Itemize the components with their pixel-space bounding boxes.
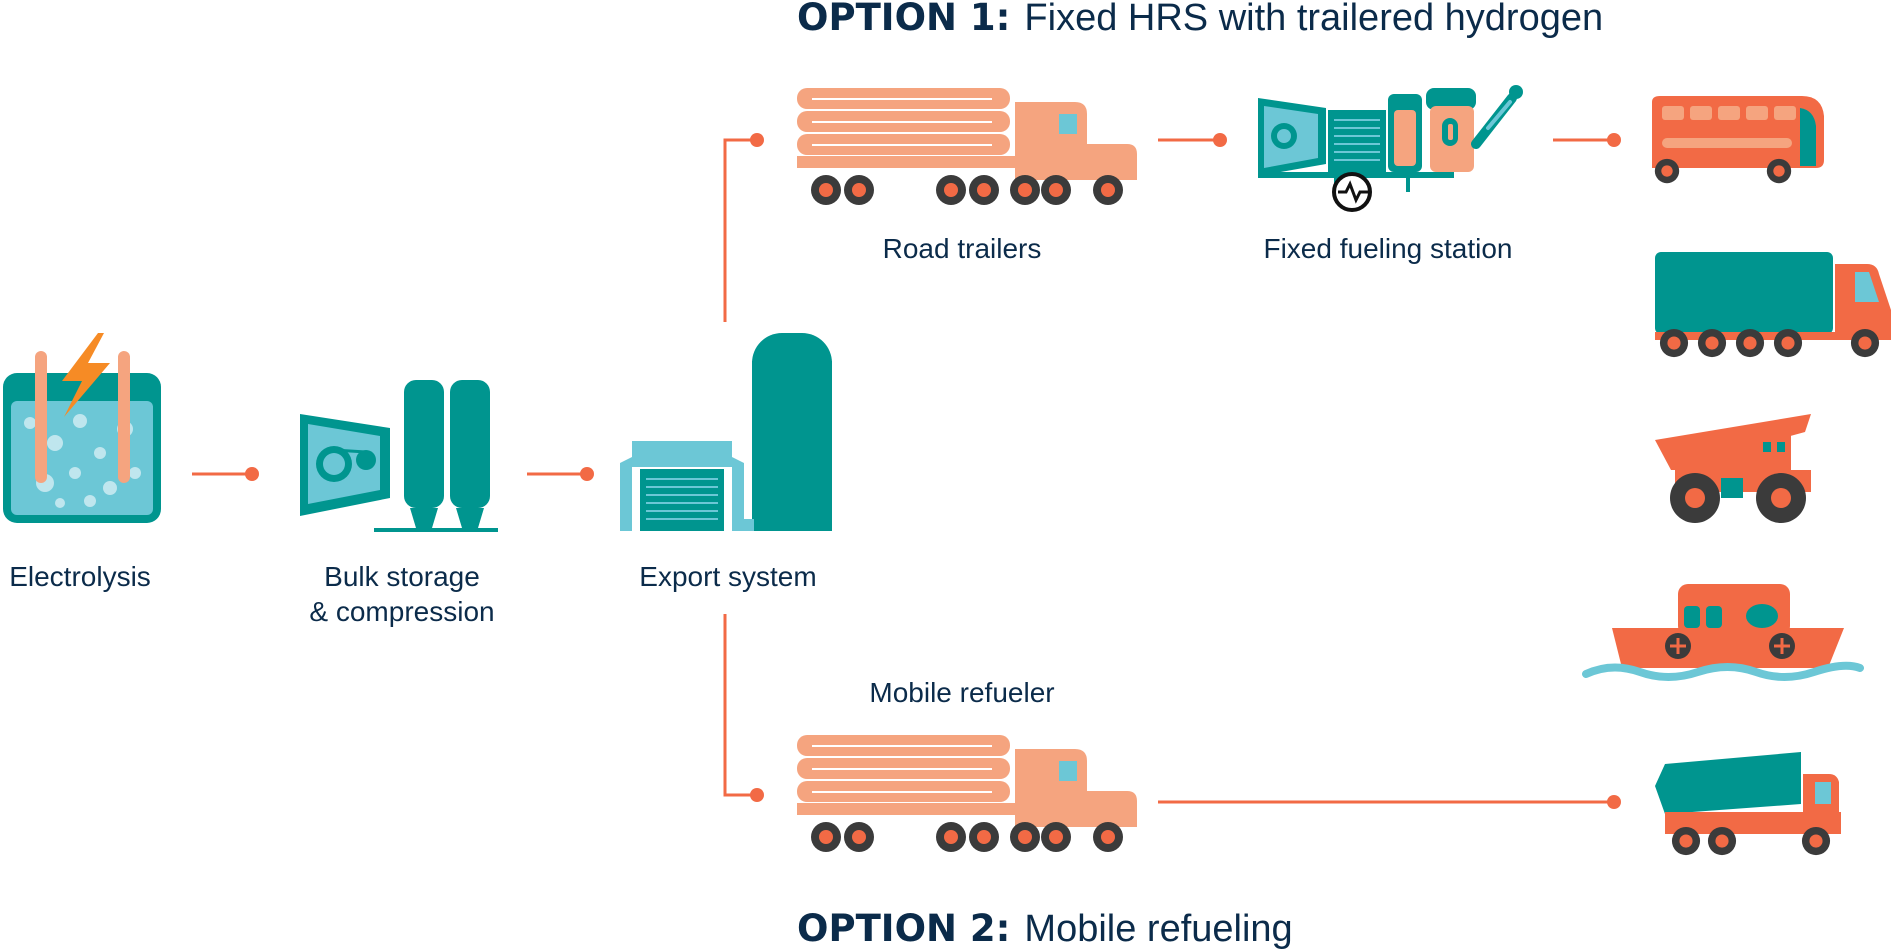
haul-truck-icon [1655,414,1811,523]
bus-icon [1652,96,1824,184]
road-trailers-label: Road trailers [883,233,1042,264]
electrolysis-label: Electrolysis [9,561,151,592]
electrolysis-icon [3,333,161,523]
road-trailer-truck-icon [797,88,1137,205]
connectors [192,138,1612,804]
boat-icon [1582,584,1864,681]
bulk-storage-compression-icon [300,380,498,532]
option2-text: Mobile refueling [1024,908,1292,950]
fixed-fueling-station-label: Fixed fueling station [1263,233,1512,264]
export-system-label: Export system [639,561,816,592]
box-truck-icon [1655,252,1891,358]
fixed-fueling-station-icon [1258,85,1523,212]
export-system-icon [620,333,832,531]
dump-truck-icon [1655,752,1841,856]
mobile-refueler-label: Mobile refueler [869,677,1054,708]
option1-text: Fixed HRS with trailered hydrogen [1024,0,1603,39]
option1-prefix: OPTION 1: [797,0,1010,39]
bulk-storage-label-line1: Bulk storage [324,561,480,592]
option1-title: OPTION 1: Fixed HRS with trailered hydro… [797,0,1603,39]
bulk-storage-label-line2: & compression [309,596,494,627]
connector-dots [245,133,1621,809]
mobile-refueler-truck-icon [797,735,1137,852]
option2-prefix: OPTION 2: [797,907,1010,950]
option2-title: OPTION 2: Mobile refueling [797,907,1293,950]
